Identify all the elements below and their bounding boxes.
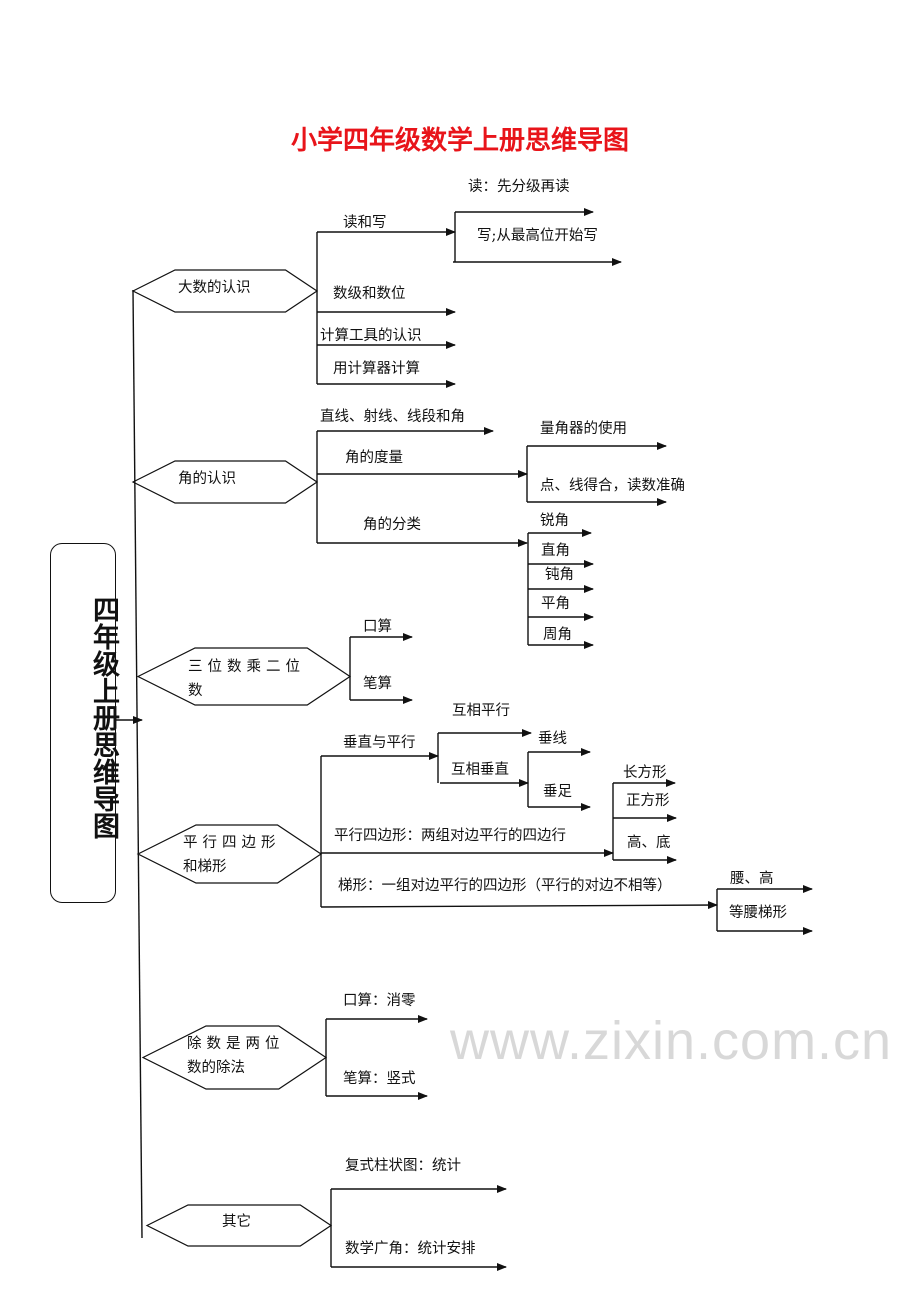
shape-height-base: 高、底: [627, 835, 671, 851]
branch-perp-parallel: 垂直与平行: [343, 735, 416, 751]
branch-written-calc: 笔算: [363, 676, 392, 692]
node-quadrilaterals: 平行四边形: [183, 835, 281, 851]
branch-mental-calc: 口算: [363, 619, 392, 635]
branch-mutually-parallel: 互相平行: [452, 703, 510, 719]
node-division-line2: 数的除法: [187, 1060, 245, 1076]
branch-math-wide-angle: 数学广角：统计安排: [345, 1241, 476, 1257]
branch-foot: 垂足: [543, 784, 572, 800]
angle-straight: 平角: [541, 596, 570, 612]
node-shape-multiplication: [136, 647, 352, 706]
angle-full: 周角: [543, 627, 572, 643]
branch-reading-accuracy: 点、线得合，读数准确: [540, 478, 685, 494]
trapezoid-leg-height: 腰、高: [730, 871, 774, 887]
branch-place-value: 数级和数位: [333, 286, 406, 302]
branch-angle-types: 角的分类: [363, 517, 421, 533]
branch-calculator: 用计算器计算: [333, 361, 420, 377]
angle-acute: 锐角: [540, 513, 569, 529]
shape-rectangle: 长方形: [623, 765, 667, 781]
watermark: www.zixin.com.cn: [450, 1011, 893, 1071]
shape-square: 正方形: [626, 793, 670, 809]
node-multiplication-line2: 数: [188, 683, 203, 699]
node-other: 其它: [222, 1214, 251, 1230]
branch-perp-line: 垂线: [538, 731, 567, 747]
central-topic-label: 四年级上册思维导图: [88, 596, 119, 839]
page-title: 小学四年级数学上册思维导图: [290, 126, 629, 156]
branch-mental-zero: 口算：消零: [343, 993, 416, 1009]
branch-mutually-perp: 互相垂直: [451, 762, 509, 778]
branch-angle-measure: 角的度量: [345, 450, 403, 466]
node-division: 除数是两位: [187, 1036, 285, 1052]
node-big-numbers: 大数的认识: [178, 280, 251, 296]
branch-read-rule: 读：先分级再读: [468, 179, 570, 195]
node-multiplication: 三位数乘二位: [188, 659, 305, 675]
branch-parallelogram: 平行四边形：两组对边平行的四边行: [334, 828, 566, 844]
branch-bar-chart: 复式柱状图：统计: [345, 1158, 461, 1174]
node-shape-quadrilaterals: [136, 824, 323, 884]
branch-write-rule: 写;从最高位开始写: [477, 228, 598, 244]
branch-trapezoid: 梯形：一组对边平行的四边形（平行的对边不相等）: [338, 878, 672, 894]
branch-protractor: 量角器的使用: [540, 421, 627, 437]
angle-right: 直角: [541, 543, 570, 559]
arrow-line: [320, 901, 718, 910]
branch-calc-tools: 计算工具的认识: [320, 328, 422, 344]
node-angles: 角的认识: [178, 471, 236, 487]
central-topic: 四年级上册思维导图: [50, 543, 119, 903]
branch-vertical-form: 笔算：竖式: [343, 1071, 416, 1087]
connector-line: [132, 289, 143, 1239]
branch-lines-angles: 直线、射线、线段和角: [320, 409, 465, 425]
node-quadrilaterals-line2: 和梯形: [183, 859, 227, 875]
branch-read-write: 读和写: [343, 215, 387, 231]
angle-obtuse: 钝角: [545, 567, 574, 583]
trapezoid-isosceles: 等腰梯形: [729, 905, 787, 921]
